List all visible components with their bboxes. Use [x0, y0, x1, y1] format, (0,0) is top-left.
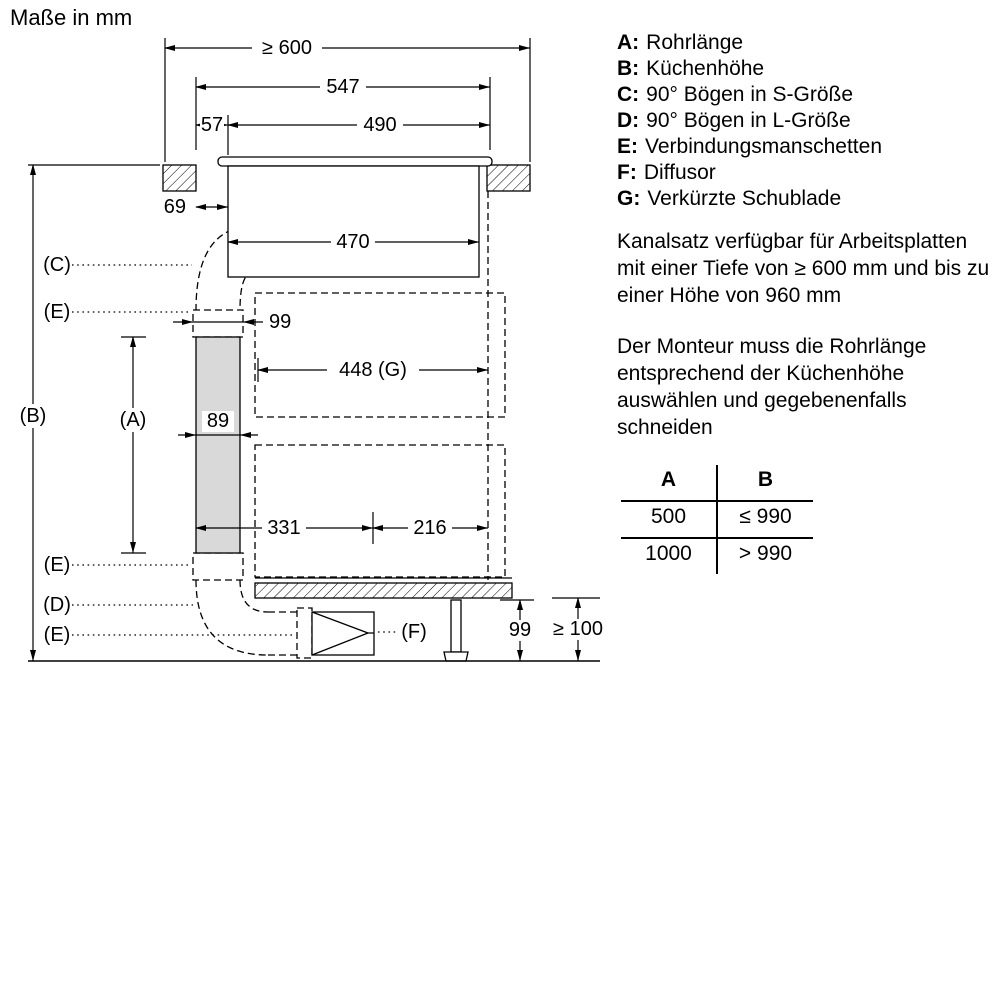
dim-69: 69	[164, 196, 186, 218]
sleeve-e-top	[192, 309, 244, 338]
bend-d-inner	[239, 579, 269, 613]
table-row: 1000 > 990	[621, 538, 813, 574]
legend-item-a: A: Rohrlänge	[617, 30, 995, 56]
info-panel: A: Rohrlänge B: Küchenhöhe C: 90° Bögen in …	[617, 30, 995, 574]
legend-key-f: F:	[617, 161, 637, 184]
label-d: (D)	[43, 594, 71, 616]
label-f: (F)	[401, 621, 427, 643]
dim-99-duct: 99	[269, 311, 291, 333]
foot-stem	[450, 599, 462, 653]
table-header-a: A	[621, 465, 717, 502]
dim-89: 89	[207, 410, 229, 432]
legend: A: Rohrlänge B: Küchenhöhe C: 90° Bögen in …	[617, 30, 995, 212]
table-cell: 1000	[645, 542, 692, 565]
dimension-lines	[28, 38, 600, 661]
leader-lines	[72, 264, 398, 636]
legend-item-e: E: Verbindungsmanschetten	[617, 134, 995, 160]
dim-490: 490	[363, 114, 396, 136]
worktop-right	[486, 164, 531, 192]
legend-item-g: G: Verkürzte Schublade	[617, 186, 995, 212]
dim-448-g: 448 (G)	[339, 359, 407, 381]
legend-key-a: A:	[617, 31, 640, 54]
part-labels: (C) (E) (B) (A) (E) (D) (E) (F)	[13, 254, 427, 646]
legend-key-g: G:	[617, 187, 641, 210]
drawer-box-upper	[254, 292, 506, 418]
legend-key-b: B:	[617, 57, 640, 80]
hob-body	[227, 165, 480, 278]
label-a: (A)	[120, 409, 147, 431]
dim-216: 216	[413, 517, 446, 539]
dim-top-width: ≥ 600	[262, 37, 312, 59]
legend-text-g: Verkürzte Schublade	[647, 187, 842, 210]
hob	[217, 156, 493, 278]
table-row: 500 ≤ 990	[621, 501, 813, 539]
dim-547: 547	[326, 76, 359, 98]
legend-key-c: C:	[617, 83, 640, 106]
duct-dashed	[192, 191, 506, 659]
legend-item-f: F: Diffusor	[617, 160, 995, 186]
bend-d-outer	[195, 579, 269, 656]
legend-text-a: Rohrlänge	[646, 31, 744, 54]
note-monteur: Der Monteur muss die Rohrlänge entsprech…	[617, 335, 927, 439]
legend-key-d: D:	[617, 109, 640, 132]
hob-plate	[217, 156, 493, 167]
dim-99-diffusor: 99	[509, 619, 531, 641]
legend-text-b: Küchenhöhe	[646, 57, 765, 80]
table-cell: ≤ 990	[716, 501, 813, 539]
drawer-box-lower	[254, 444, 506, 578]
cabinet	[28, 577, 600, 662]
foot-base	[443, 651, 469, 662]
legend-item-b: B: Küchenhöhe	[617, 56, 995, 82]
legend-key-e: E:	[617, 135, 638, 158]
dimension-labels: ≥ 600 547 57 490 69 470 99 448 (G) 89 33…	[164, 37, 607, 641]
label-e-top: (E)	[44, 301, 71, 323]
worktop-left	[162, 164, 197, 192]
sleeve-e-bottom	[296, 607, 313, 659]
label-b: (B)	[20, 405, 47, 427]
cabinet-shelf	[254, 582, 513, 599]
table-cell: 500	[621, 501, 717, 539]
dim-57: 57	[201, 114, 223, 136]
table-cell: > 990	[716, 538, 813, 574]
page-title: Maße in mm	[10, 5, 133, 30]
worktop	[162, 164, 531, 192]
legend-text-c: 90° Bögen in S-Größe	[646, 83, 854, 106]
legend-text-f: Diffusor	[643, 161, 716, 184]
label-e-bottom: (E)	[44, 624, 71, 646]
label-c: (C)	[43, 254, 71, 276]
legend-item-c: C: 90° Bögen in S-Größe	[617, 82, 995, 108]
ab-table: A B 500 ≤ 990 1000 > 990	[621, 465, 813, 574]
table-header-b: B	[716, 465, 813, 502]
sleeve-e-mid	[192, 552, 244, 581]
legend-text-e: Verbindungsmanschetten	[645, 135, 882, 158]
dim-min-100: ≥ 100	[553, 618, 603, 640]
label-e-mid: (E)	[44, 554, 71, 576]
bend-c-inner	[239, 271, 255, 311]
table-header-row: A B	[621, 465, 813, 502]
diffusor	[311, 611, 375, 656]
legend-item-d: D: 90° Bögen in L-Größe	[617, 108, 995, 134]
dim-470: 470	[336, 231, 369, 253]
dim-331: 331	[267, 517, 300, 539]
pipe-a	[195, 336, 241, 554]
note-kanalsatz: Kanalsatz verfügbar für Arbeitsplatten m…	[617, 230, 990, 307]
legend-text-d: 90° Bögen in L-Größe	[646, 109, 851, 132]
